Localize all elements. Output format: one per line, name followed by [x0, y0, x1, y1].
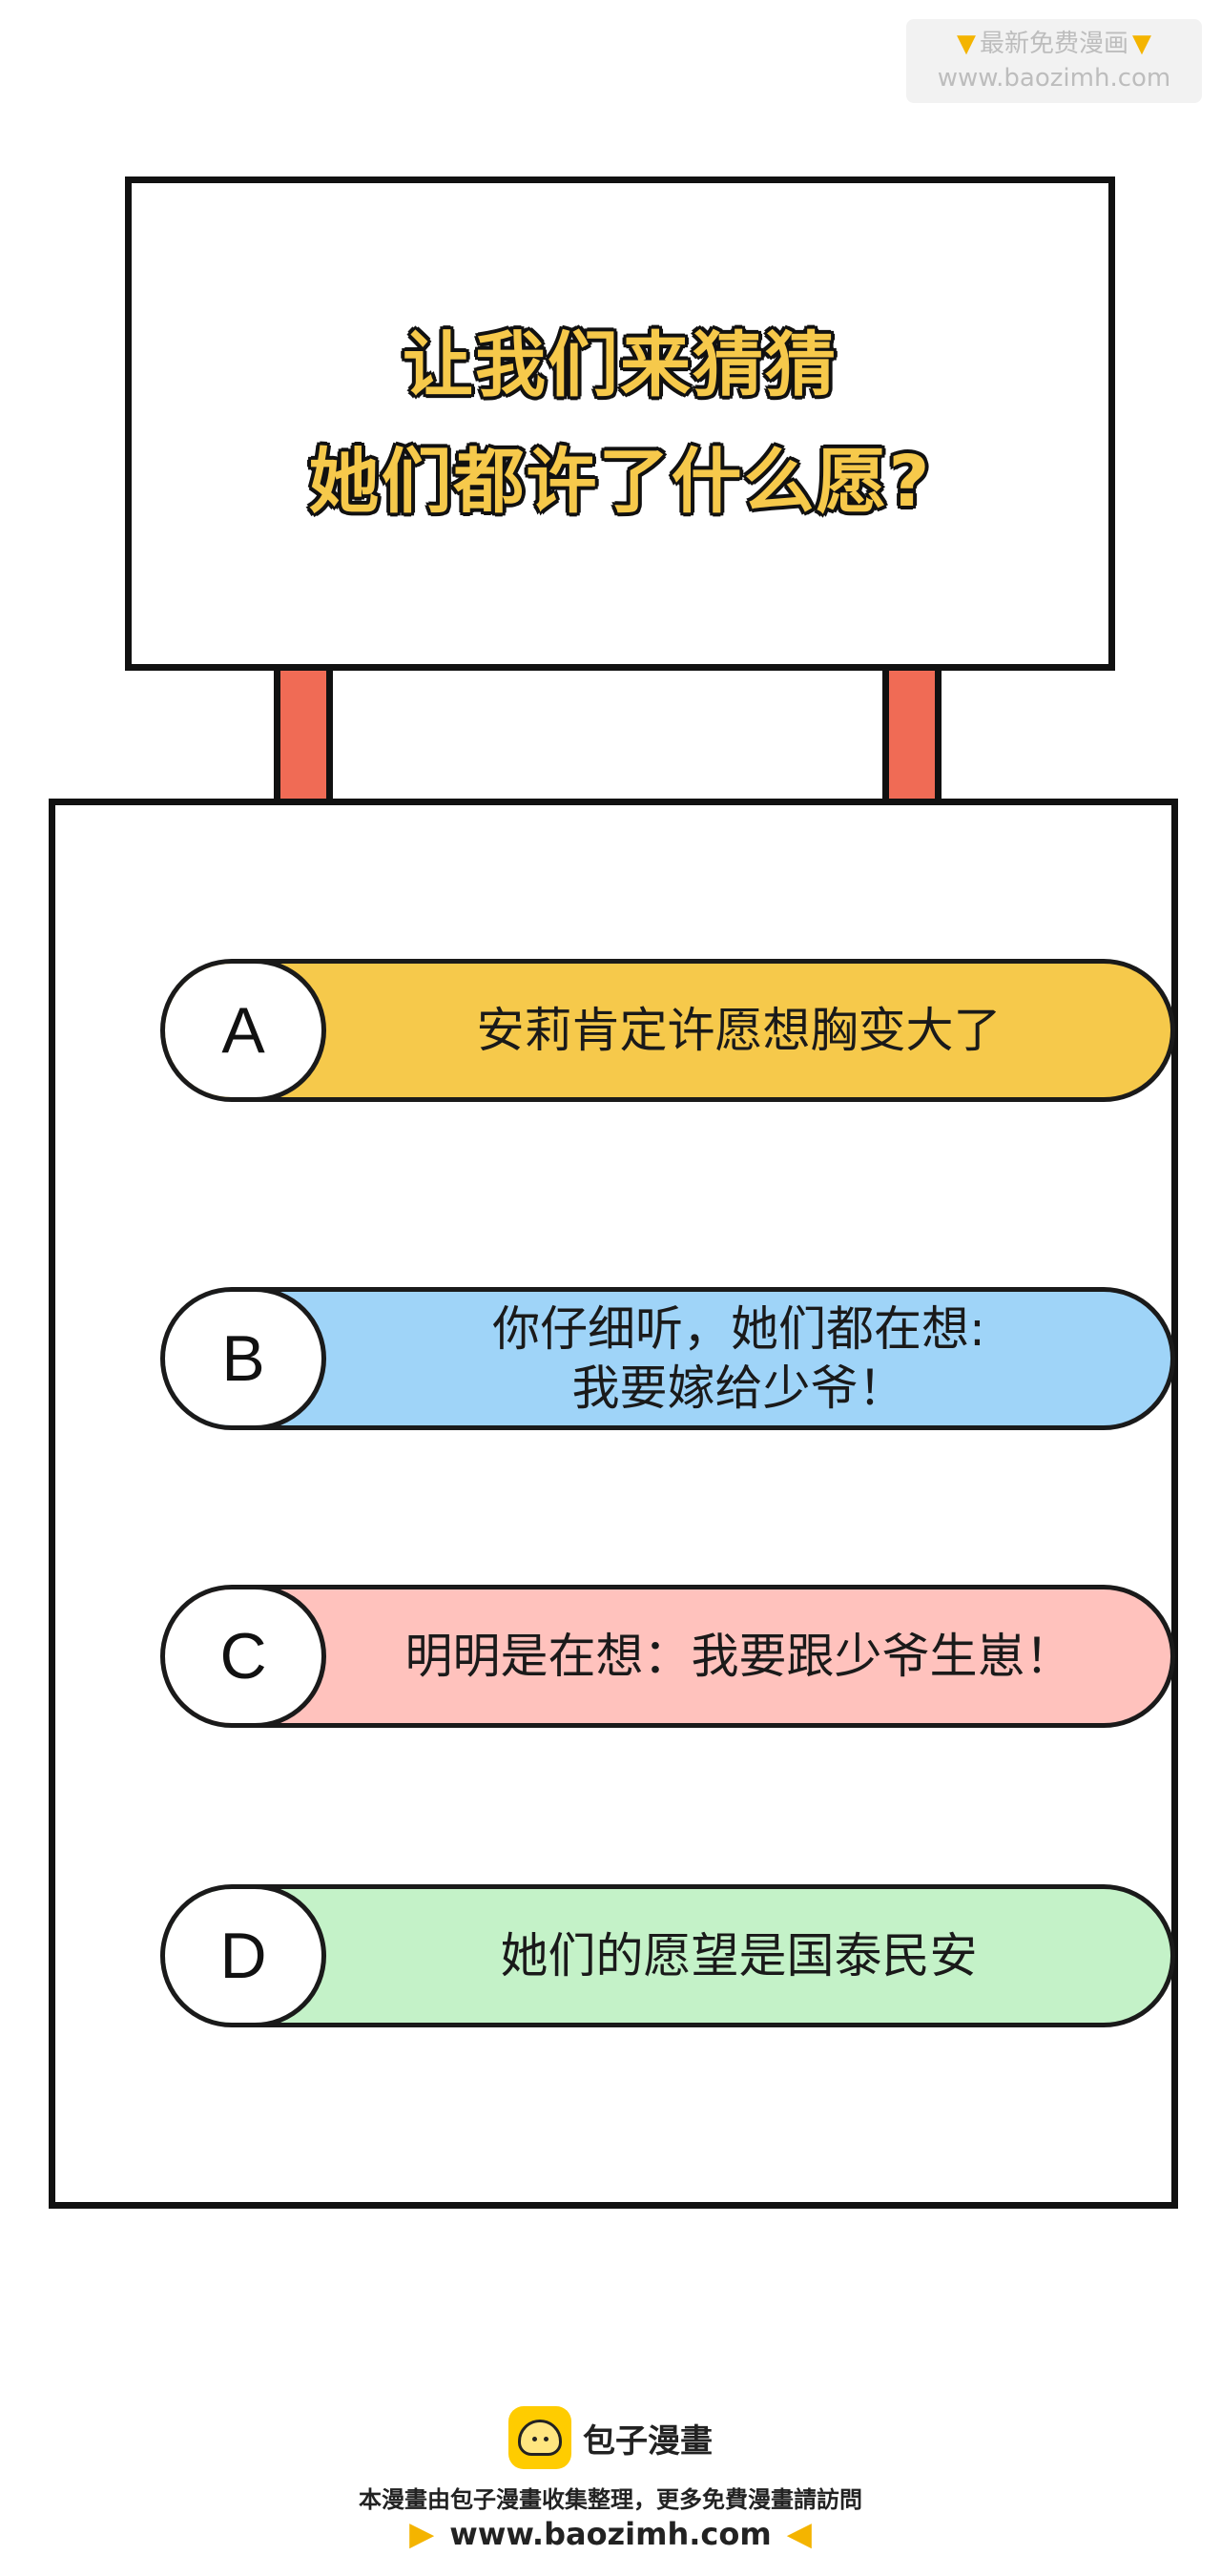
pointing-right-icon: ▶	[409, 2515, 435, 2553]
option-text: 她们的愿望是国泰民安	[326, 1889, 1151, 2023]
baozi-logo-icon	[508, 2406, 571, 2469]
option-letter: D	[165, 1889, 326, 2023]
footer-note: 本漫畫由包子漫畫收集整理，更多免費漫畫請訪問	[359, 2486, 862, 2513]
option-text: 你仔细听，她们都在想: 我要嫁给少爷！	[326, 1292, 1151, 1425]
answer-panel: A 安莉肯定许愿想胸变大了 B 你仔细听，她们都在想: 我要嫁给少爷！ C 明明…	[49, 799, 1178, 2209]
option-text-line: 她们的愿望是国泰民安	[500, 1928, 978, 1984]
option-c[interactable]: C 明明是在想：我要跟少爷生崽！	[160, 1585, 1175, 1728]
option-text-line: 明明是在想：我要跟少爷生崽！	[404, 1629, 1073, 1684]
option-letter: B	[165, 1292, 326, 1425]
option-d[interactable]: D 她们的愿望是国泰民安	[160, 1884, 1175, 2027]
pointing-down-icon: ▼	[956, 30, 976, 58]
footer-url-text[interactable]: www.baozimh.com	[449, 2516, 772, 2552]
watermark: ▼ 最新免费漫画 ▼ www.baozimh.com	[906, 19, 1202, 103]
sign-board: 让我们来猜猜 她们都许了什么愿?	[125, 177, 1115, 671]
footer-logo: 包子漫畫	[0, 2404, 1221, 2471]
option-b[interactable]: B 你仔细听，她们都在想: 我要嫁给少爷！	[160, 1287, 1175, 1430]
pointing-left-icon: ◀	[786, 2515, 812, 2553]
watermark-text: 最新免费漫画	[979, 30, 1128, 58]
option-letter: A	[165, 964, 326, 1097]
option-text: 安莉肯定许愿想胸变大了	[326, 964, 1151, 1097]
footer-brand: 包子漫畫	[583, 2421, 713, 2461]
sign-post-right	[882, 671, 942, 799]
option-a[interactable]: A 安莉肯定许愿想胸变大了	[160, 959, 1175, 1102]
sign-title-line-2: 她们都许了什么愿?	[308, 441, 932, 523]
pointing-down-icon: ▼	[1132, 30, 1151, 58]
sign-title-line-1: 让我们来猜猜	[403, 324, 838, 406]
option-letter: C	[165, 1589, 326, 1723]
watermark-url: www.baozimh.com	[937, 64, 1171, 93]
sign-post-left	[274, 671, 333, 799]
option-text-line: 你仔细听，她们都在想:	[492, 1301, 985, 1357]
option-text-line: 我要嫁给少爷！	[571, 1361, 906, 1416]
option-text: 明明是在想：我要跟少爷生崽！	[326, 1589, 1151, 1723]
footer-url[interactable]: ▶ www.baozimh.com ◀	[0, 2515, 1221, 2553]
option-text-line: 安莉肯定许愿想胸变大了	[476, 1003, 1002, 1058]
